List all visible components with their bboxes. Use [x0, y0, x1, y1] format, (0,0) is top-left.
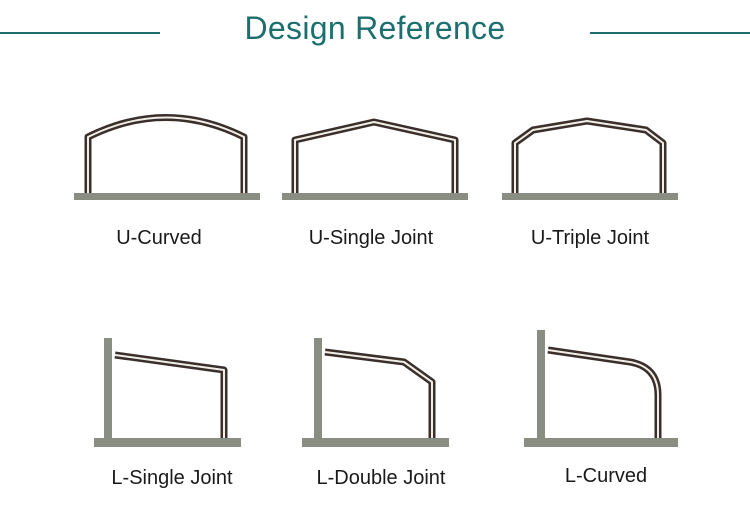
l-curved-frame-highlight [547, 349, 659, 438]
ground-slab [524, 438, 678, 447]
l-curved-frame-diagram [524, 330, 678, 447]
u-curved-frame [84, 114, 248, 193]
u-triple-joint-frame-diagram [502, 117, 678, 200]
wall-post [537, 330, 545, 440]
design-caption-u-triple-joint: U-Triple Joint [530, 227, 650, 249]
l-double-joint-frame-highlight [324, 351, 433, 438]
design-caption-u-curved: U-Curved [116, 227, 202, 249]
ground-slab [502, 193, 678, 200]
u-triple-joint-frame-highlight [514, 120, 664, 193]
l-double-joint-frame-diagram [302, 338, 449, 447]
design-caption-l-curved: L-Curved [564, 465, 648, 487]
u-single-joint-frame-diagram [282, 118, 468, 200]
l-single-joint-frame-diagram [94, 338, 241, 447]
wall-post [314, 338, 322, 440]
title-divider-right [590, 32, 750, 34]
design-caption-l-double-joint: L-Double Joint [316, 467, 446, 489]
ground-slab [302, 438, 449, 447]
wall-post [104, 338, 112, 440]
title-divider-left [0, 32, 160, 34]
ground-slab [74, 193, 260, 200]
u-triple-joint-frame [511, 117, 667, 193]
u-single-joint-frame-highlight [294, 121, 456, 193]
page-title: Design Reference [244, 10, 506, 46]
l-single-joint-frame-highlight [114, 354, 225, 438]
design-caption-l-single-joint: L-Single Joint [111, 467, 233, 489]
ground-slab [282, 193, 468, 200]
u-single-joint-frame [291, 118, 459, 193]
l-curved-frame [547, 346, 662, 438]
l-double-joint-frame [324, 348, 436, 438]
ground-slab [94, 438, 241, 447]
u-curved-frame-diagram [74, 114, 260, 200]
design-caption-u-single-joint: U-Single Joint [308, 227, 434, 249]
u-curved-frame-highlight [87, 116, 245, 193]
